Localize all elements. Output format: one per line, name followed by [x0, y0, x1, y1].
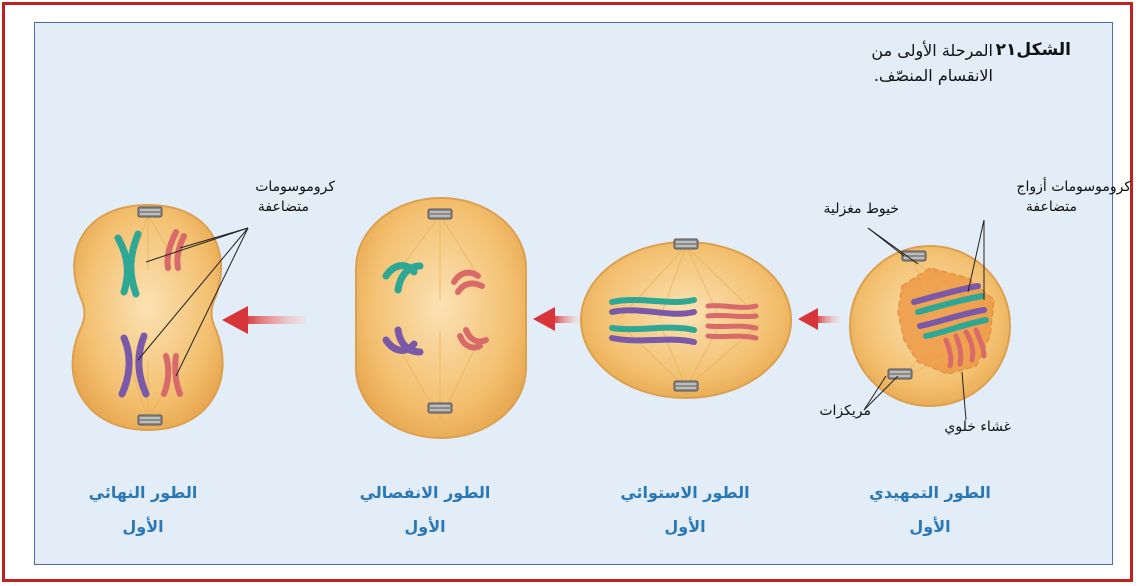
stage-prophase-name: الطور التمهيدي: [845, 476, 1015, 510]
stage-anaphase-name: الطور الانفصالي: [340, 476, 510, 510]
arrow-2: [533, 307, 579, 331]
stage-metaphase-sub: الأول: [600, 510, 770, 544]
label-centrioles: مريكزات: [819, 402, 871, 420]
label-paired-chromosomes-line2: متضاعفة: [1026, 198, 1077, 216]
stage-metaphase-name: الطور الاستوائي: [600, 476, 770, 510]
label-paired-chromosomes-line1: كروموسومات أزواج: [1016, 178, 1131, 196]
figure-caption-line2: الانقسام المنصّف.: [874, 66, 993, 85]
cell-metaphase: [581, 239, 791, 398]
cell-anaphase: [356, 198, 526, 438]
arrow-1: [222, 306, 307, 334]
stage-telophase-sub: الأول: [58, 510, 228, 544]
label-duplicated-chromosomes-line1: كروموسومات: [255, 178, 335, 196]
stage-prophase-sub: الأول: [845, 510, 1015, 544]
label-spindle-fibers: خيوط مغزلية: [824, 200, 899, 218]
cell-prophase: [850, 220, 1010, 420]
cell-telophase: [73, 205, 248, 430]
figure-number: الشكل٢١: [996, 40, 1071, 60]
stage-anaphase-sub: الأول: [340, 510, 510, 544]
arrow-3: [798, 308, 840, 330]
stage-telophase-name: الطور النهائي: [58, 476, 228, 510]
label-duplicated-chromosomes-line2: متضاعفة: [258, 198, 309, 216]
figure-caption-line1: المرحلة الأولى من: [871, 41, 993, 60]
label-cell-membrane: غشاء خلوي: [944, 418, 1011, 436]
